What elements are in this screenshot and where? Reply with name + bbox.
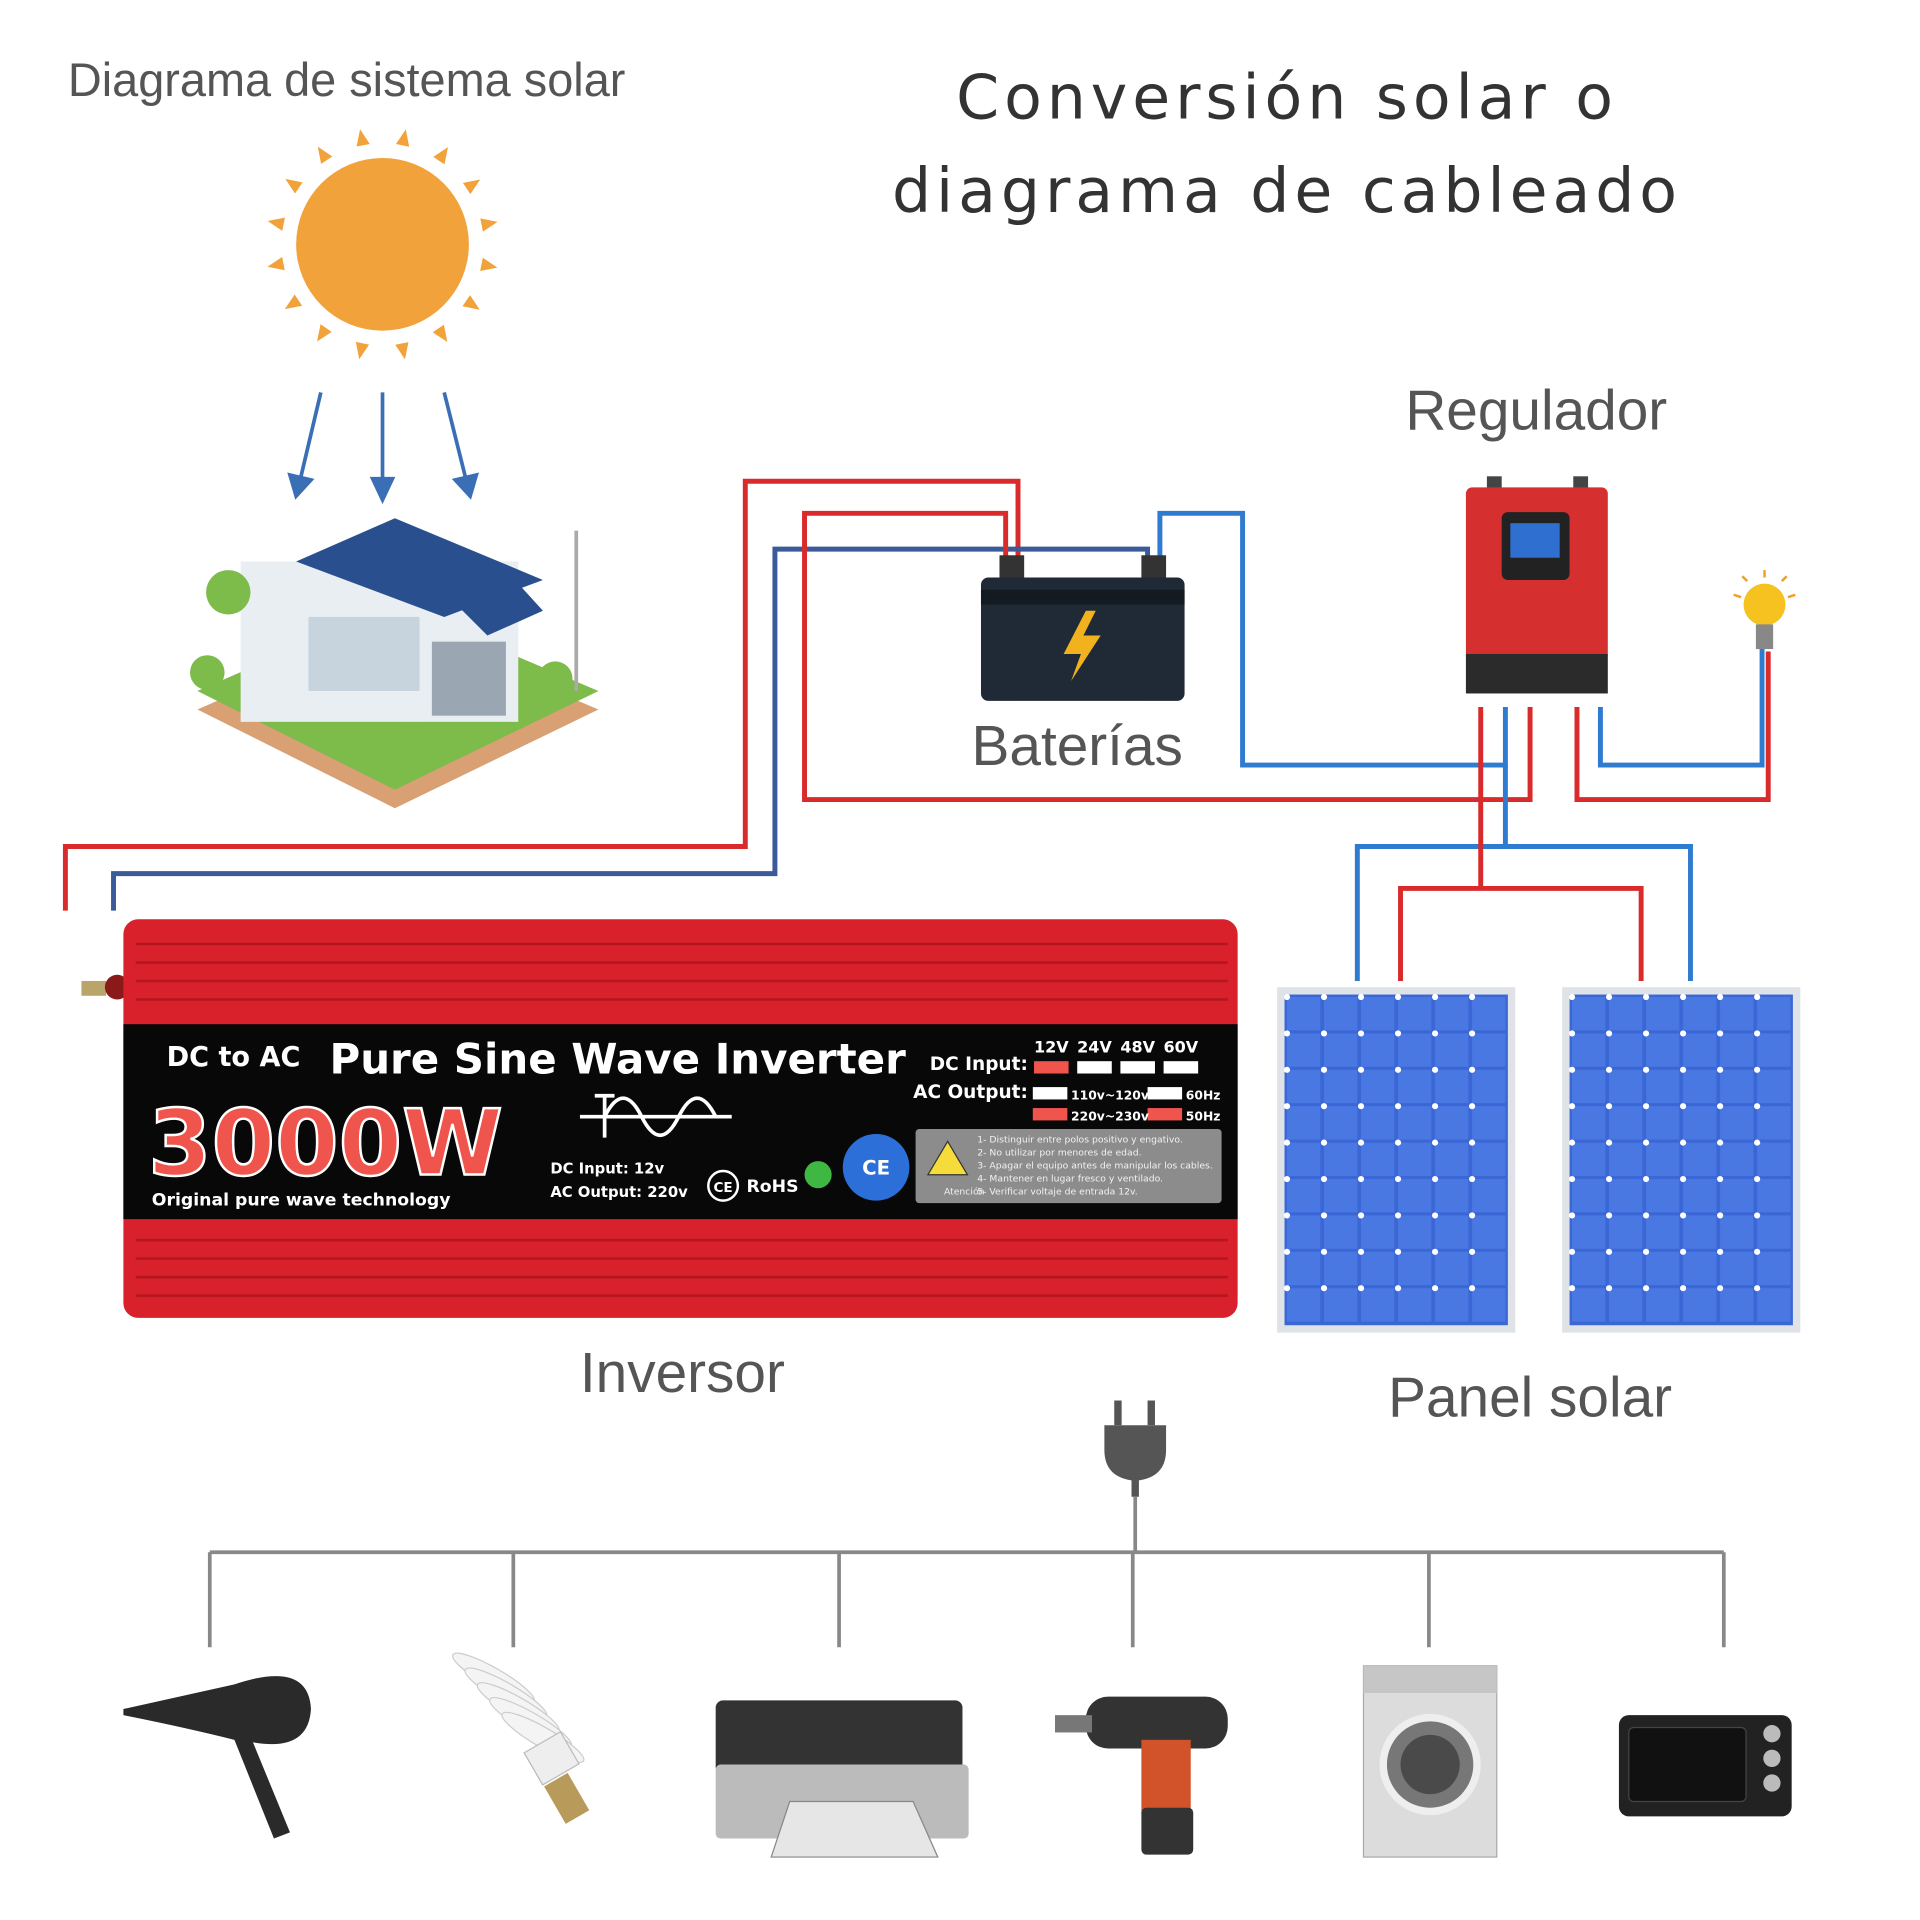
- warning-item: 3- Apagar el equipo antes de manipular l…: [977, 1161, 1213, 1172]
- inverter-power: 3000W: [148, 1090, 503, 1197]
- wire-blue-inverter: [111, 546, 1151, 911]
- quality-check-badge-icon: [804, 1161, 832, 1189]
- wiring: [62, 478, 1771, 981]
- sun-ray: [267, 217, 285, 231]
- sun-ray: [267, 257, 285, 271]
- solar-panel-icon: [1277, 987, 1516, 1333]
- dc-voltage-option: 12V: [1034, 1038, 1069, 1057]
- printer-icon: [715, 1700, 969, 1858]
- sun-ray: [480, 257, 498, 271]
- sun-ray: [317, 146, 333, 164]
- wire-blue-battery-regulator: [1157, 510, 1508, 768]
- dc-voltage-option: 60V: [1164, 1038, 1199, 1057]
- load-bus-line: [209, 1496, 1724, 1555]
- warning-item: 4- Mantener en lugar fresco y ventilado.: [977, 1173, 1163, 1184]
- sun-ray: [480, 218, 498, 232]
- inverter-dc-to-ac: DC to AC: [167, 1042, 301, 1073]
- power-drill-icon: [1055, 1696, 1228, 1855]
- sun-ray: [462, 179, 481, 195]
- sun-ray: [356, 129, 370, 147]
- subtitle: Diagrama de sistema solar: [68, 54, 626, 106]
- wire-red-load: [1574, 651, 1771, 803]
- dc-voltage-option: 48V: [1120, 1038, 1155, 1057]
- wire-red-battery-regulator: [802, 510, 1533, 803]
- toaster-oven-icon: [1618, 1715, 1792, 1817]
- sun-ray: [462, 295, 480, 310]
- warning-item: 2- No utilizar por menores de edad.: [977, 1148, 1141, 1159]
- ce-quality-certificate-icon: [842, 1133, 910, 1201]
- sun-ray: [285, 178, 303, 194]
- washing-machine-icon: [1362, 1665, 1498, 1858]
- freq-option-60: 60Hz: [1186, 1088, 1221, 1102]
- solar-house-illustration: [190, 518, 599, 809]
- light-bulb-icon: [1733, 570, 1796, 650]
- dc-voltage-option: 24V: [1077, 1038, 1112, 1057]
- warning-icon: [926, 1140, 969, 1176]
- label-regulator: Regulador: [1405, 379, 1667, 442]
- wire-blue-load: [1597, 647, 1765, 768]
- warning-item: 5- Verificar voltaje de entrada 12v.: [977, 1186, 1137, 1197]
- inverter-dc-input-short: DC Input: 12v: [550, 1160, 664, 1177]
- solar-panel-icon: [1562, 987, 1801, 1333]
- sun-ray: [433, 147, 449, 165]
- rohs-mark: RoHS: [747, 1177, 799, 1197]
- wire-blue-panels: [1354, 844, 1693, 981]
- sunlight-arrows-icon: [287, 391, 479, 505]
- ac-option-110: 110v~120v: [1071, 1088, 1149, 1102]
- sun-ray: [317, 324, 332, 342]
- wire-red-panels: [1398, 885, 1644, 981]
- ac-option-220: 220v~230v: [1071, 1109, 1149, 1123]
- dc-voltage-indicator: [1120, 1061, 1155, 1074]
- hair-dryer-icon: [123, 1676, 311, 1839]
- wire-red-inverter: [62, 478, 1021, 911]
- dc-voltage-indicator: [1163, 1061, 1199, 1074]
- sun-icon: [267, 129, 498, 360]
- dc-voltage-indicator: [1077, 1061, 1112, 1074]
- sun-ray: [395, 129, 410, 147]
- charge-controller-icon: [1465, 476, 1608, 694]
- title-line-1: Conversión solar o: [956, 61, 1618, 133]
- inverter-tagline: Original pure wave technology: [152, 1191, 451, 1211]
- label-batteries: Baterías: [972, 715, 1183, 778]
- svg-text:CE: CE: [862, 1157, 890, 1180]
- sun-ray: [284, 294, 303, 310]
- sun-ray: [355, 341, 370, 360]
- title-line-2: diagrama de cableado: [892, 155, 1682, 227]
- inverter-product-name: Pure Sine Wave Inverter: [329, 1035, 906, 1084]
- dc-voltage-indicator: [1034, 1061, 1069, 1074]
- warning-item: 1- Distinguir entre polos positivo y eng…: [977, 1135, 1183, 1146]
- sine-wave-icon: [579, 1093, 732, 1138]
- warning-title: Atención: [944, 1186, 985, 1197]
- label-solar-panel: Panel solar: [1388, 1367, 1672, 1430]
- cfl-bulb-icon: [452, 1652, 590, 1824]
- label-inverter: Inversor: [580, 1342, 785, 1405]
- inverter-device: DC to AC Pure Sine Wave Inverter 3000W O…: [81, 919, 1238, 1318]
- sun-ray: [432, 324, 448, 343]
- dc-input-label: DC Input:: [930, 1054, 1028, 1075]
- ce-mark-icon: CE: [707, 1169, 740, 1202]
- solar-panels: [1277, 987, 1801, 1333]
- svg-text:CE: CE: [713, 1180, 732, 1196]
- sun-ray: [395, 342, 409, 360]
- inverter-ac-output-short: AC Output: 220v: [550, 1184, 688, 1201]
- freq-option-50: 50Hz: [1186, 1109, 1221, 1123]
- ac-output-label: AC Output:: [913, 1082, 1028, 1103]
- plug-icon: [1104, 1400, 1167, 1497]
- battery-icon: [980, 555, 1185, 701]
